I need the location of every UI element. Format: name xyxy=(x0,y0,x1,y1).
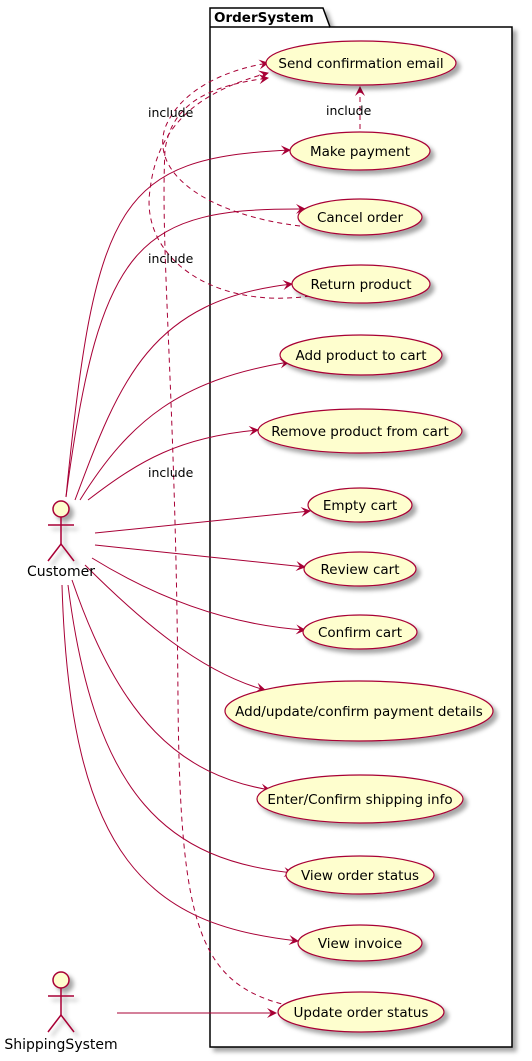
usecase-label: Empty cart xyxy=(323,498,397,514)
include-update-status xyxy=(163,74,291,1007)
usecase-label: Review cart xyxy=(321,562,400,578)
usecase-label: Update order status xyxy=(294,1005,429,1021)
actor-customer[interactable] xyxy=(47,500,75,562)
usecase-add-product-to-cart[interactable]: Add product to cart xyxy=(279,334,443,376)
usecase-payment-details[interactable]: Add/update/confirm payment details xyxy=(224,680,494,742)
assoc-view-status xyxy=(67,584,294,878)
include-cancel-order xyxy=(162,59,301,227)
usecase-shipping-info[interactable]: Enter/Confirm shipping info xyxy=(256,774,464,824)
usecase-label: View invoice xyxy=(318,936,402,952)
include-label-2: include xyxy=(148,105,194,120)
assoc-add-to-cart xyxy=(79,358,290,501)
include-label-1: include xyxy=(326,103,372,118)
actor-shippingsystem[interactable] xyxy=(47,971,75,1033)
assoc-empty-cart xyxy=(94,506,311,534)
usecase-view-invoice[interactable]: View invoice xyxy=(297,924,423,962)
usecase-label: Add product to cart xyxy=(295,348,426,364)
usecase-remove-product-from-cart[interactable]: Remove product from cart xyxy=(257,408,463,454)
usecase-empty-cart[interactable]: Empty cart xyxy=(307,487,413,523)
usecase-label: Send confirmation email xyxy=(278,56,443,72)
actor-stick-figure-icon xyxy=(47,971,75,1033)
assoc-confirm-cart xyxy=(91,557,306,635)
actor-shippingsystem-label: ShippingSystem xyxy=(4,1037,117,1053)
usecase-label: Remove product from cart xyxy=(271,424,449,440)
usecase-label: View order status xyxy=(301,868,419,884)
usecase-label: Enter/Confirm shipping info xyxy=(267,792,452,808)
usecase-view-order-status[interactable]: View order status xyxy=(285,855,435,895)
association-lines xyxy=(61,145,311,1018)
assoc-make-payment xyxy=(65,145,291,498)
include-label-4: include xyxy=(148,465,194,480)
package-title: OrderSystem xyxy=(214,10,314,26)
assoc-review-cart xyxy=(94,544,306,572)
use-cases: Send confirmation email Make payment Can… xyxy=(224,40,494,1033)
assoc-view-invoice xyxy=(61,584,299,946)
usecase-label: Return product xyxy=(310,277,411,293)
usecase-send-confirmation-email[interactable]: Send confirmation email xyxy=(265,40,457,86)
usecase-make-payment[interactable]: Make payment xyxy=(289,131,431,171)
assoc-remove-from-cart xyxy=(87,425,259,501)
usecase-update-order-status[interactable]: Update order status xyxy=(277,991,445,1033)
usecase-label: Make payment xyxy=(310,144,410,160)
usecase-cancel-order[interactable]: Cancel order xyxy=(297,198,423,236)
actor-customer-label: Customer xyxy=(27,564,95,580)
usecase-review-cart[interactable]: Review cart xyxy=(303,551,417,587)
usecase-confirm-cart[interactable]: Confirm cart xyxy=(302,614,418,650)
actor-stick-figure-icon xyxy=(47,500,75,562)
usecase-label: Cancel order xyxy=(317,210,403,226)
assoc-payment-details xyxy=(84,564,266,693)
assoc-shipping-info xyxy=(71,579,271,794)
assoc-return-product xyxy=(74,280,293,501)
usecase-return-product[interactable]: Return product xyxy=(291,264,431,304)
usecase-label: Confirm cart xyxy=(318,625,402,641)
include-lines xyxy=(148,59,365,1007)
include-label-3: include xyxy=(148,251,194,266)
usecase-label: Add/update/confirm payment details xyxy=(235,704,483,720)
assoc-cancel-order xyxy=(65,203,306,498)
